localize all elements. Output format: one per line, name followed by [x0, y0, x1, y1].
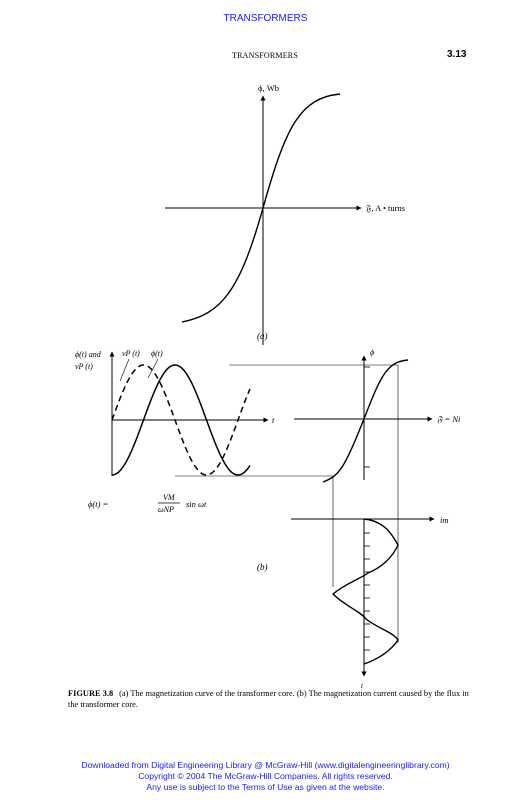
panel-b-magnetization: ϕ 𝔉 = Ni im t: [291, 347, 461, 690]
caption-lead: FIGURE 3.8: [68, 689, 114, 698]
t-axis-label: t: [272, 415, 275, 425]
panel-b-label: (b): [257, 562, 268, 572]
tick-label-pointer-phi: [147, 358, 159, 379]
formula-numerator: VM: [163, 493, 176, 502]
label-vp-top: vP (t): [122, 349, 140, 358]
formula-rhs: sin ωt: [186, 499, 207, 509]
time-axis-label: t: [361, 682, 364, 690]
footer-line-1[interactable]: Downloaded from Digital Engineering Libr…: [81, 760, 450, 770]
voltage-waveform: [111, 364, 251, 476]
flux-waveform: [111, 364, 251, 476]
download-footer: Downloaded from Digital Engineering Libr…: [0, 760, 531, 793]
magnetization-current-waveform: [331, 518, 399, 665]
label-phi-top: ϕ(t): [151, 349, 163, 358]
site-banner: TRANSFORMERS: [223, 13, 308, 24]
formula-lhs: ϕ(t) =: [88, 499, 108, 509]
running-head: TRANSFORMERS: [232, 51, 298, 60]
figure-caption: FIGURE 3.8(a) The magnetization curve of…: [68, 688, 473, 710]
footer-line-2: Copyright © 2004 The McGraw-Hill Compani…: [138, 771, 393, 781]
formula-denominator: ωNP: [158, 505, 174, 514]
footer-line-3: Any use is subject to the Terms of Use a…: [146, 782, 385, 792]
label-vp-left: vP (t): [75, 362, 93, 371]
phi-axis-label: ϕ: [370, 347, 375, 357]
figure-3-8: ϕ, Wb 𝔉, A • turns (a) ϕ(t) and vP (t) v…: [75, 83, 461, 690]
panel-a-label: (a): [257, 331, 268, 341]
time-axis-ticks: [364, 532, 370, 651]
label-phi-and: ϕ(t) and: [75, 350, 102, 359]
magnetization-curve-small: [322, 359, 409, 483]
magnetization-curve: [181, 93, 341, 323]
f-axis-label: 𝔉 = Ni: [437, 414, 461, 424]
panel-b-waveforms: ϕ(t) and vP (t) vP (t) ϕ(t) t ϕ(t) = VM …: [75, 349, 398, 572]
panel-a-y-axis-label: ϕ, Wb: [258, 83, 279, 93]
im-axis-label: im: [440, 515, 449, 525]
caption-text: (a) The magnetization curve of the trans…: [68, 689, 469, 709]
tick-label-pointer-vp: [119, 358, 130, 382]
panel-a-x-axis-label: 𝔉, A • turns: [366, 203, 405, 213]
panel-a: ϕ, Wb 𝔉, A • turns (a): [165, 83, 405, 345]
page-number: 3.13: [447, 49, 467, 60]
